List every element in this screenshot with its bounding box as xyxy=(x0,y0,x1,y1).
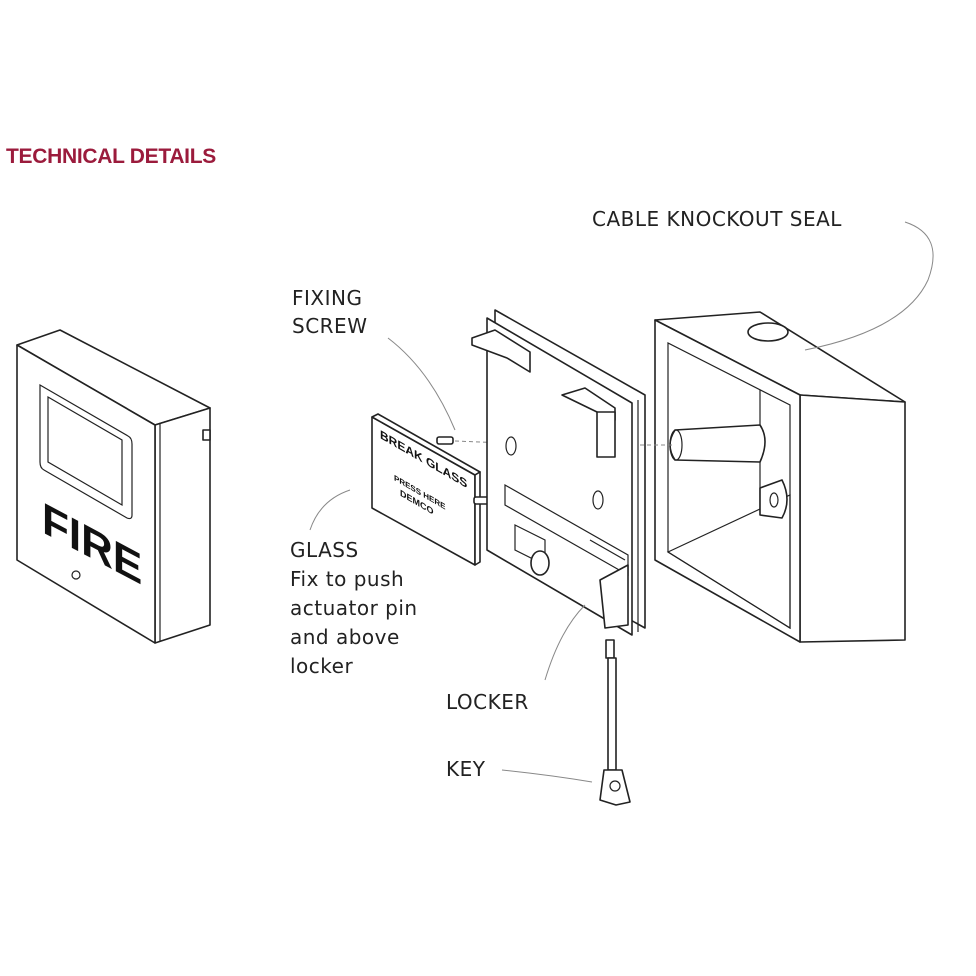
leader-key xyxy=(501,769,593,783)
label-key: KEY xyxy=(446,757,486,781)
label-cable-knockout-seal: CABLE KNOCKOUT SEAL xyxy=(592,207,842,231)
break-glass-panel: BREAK GLASS PRESS HERE DEMCO xyxy=(371,413,481,566)
label-fixing-screw-line2: SCREW xyxy=(292,314,368,338)
leader-cable-seal xyxy=(804,221,934,351)
label-glass-desc-1: Fix to push xyxy=(290,567,405,591)
label-glass-desc-2: actuator pin xyxy=(290,596,418,620)
label-glass-desc-3: and above xyxy=(290,625,400,649)
leader-glass xyxy=(309,489,351,531)
leader-locker xyxy=(544,604,586,681)
mechanism-plate xyxy=(471,309,646,636)
label-fixing-screw-line1: FIXING xyxy=(292,286,363,310)
key xyxy=(599,639,631,806)
label-glass-desc-4: locker xyxy=(290,654,354,678)
label-glass: GLASS xyxy=(290,538,359,562)
label-locker: LOCKER xyxy=(446,690,529,714)
front-cover: FIRE xyxy=(16,329,211,644)
leader-fixing-screw xyxy=(387,337,456,431)
page-title: TECHNICAL DETAILS xyxy=(6,145,216,168)
back-box xyxy=(640,311,906,643)
